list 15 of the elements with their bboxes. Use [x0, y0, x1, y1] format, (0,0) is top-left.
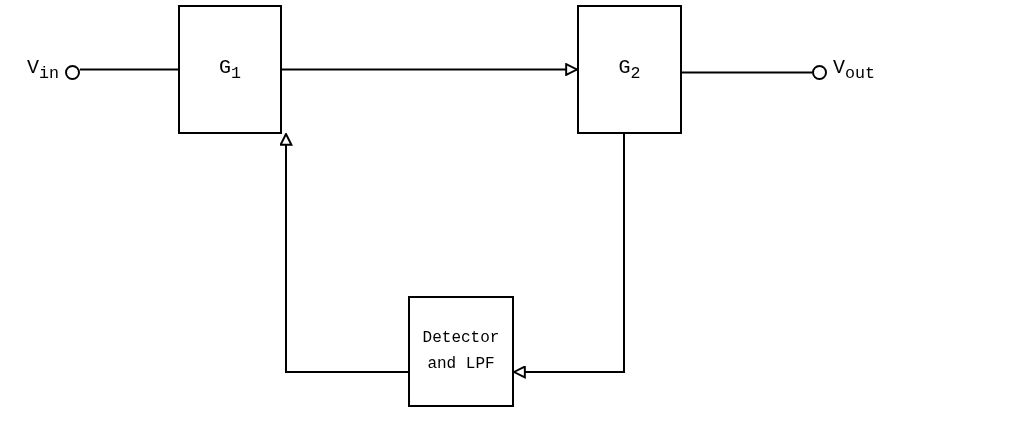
connector-line	[79, 68, 179, 71]
signal-label: V$_{in}$	[27, 56, 59, 83]
block-label: Detector and LPF	[421, 327, 501, 375]
connector-line	[681, 71, 813, 74]
terminal-circle	[812, 65, 827, 80]
terminal-circle	[65, 65, 80, 80]
arrow	[279, 133, 409, 373]
block-box	[408, 296, 514, 407]
block-label: G$_{1}$	[219, 54, 241, 85]
block-box	[577, 5, 682, 134]
block-box	[178, 5, 282, 134]
block-label: G$_{2}$	[618, 54, 641, 85]
arrow	[281, 63, 578, 76]
arrow	[513, 133, 625, 379]
signal-label: V$_{out}$	[833, 56, 875, 83]
